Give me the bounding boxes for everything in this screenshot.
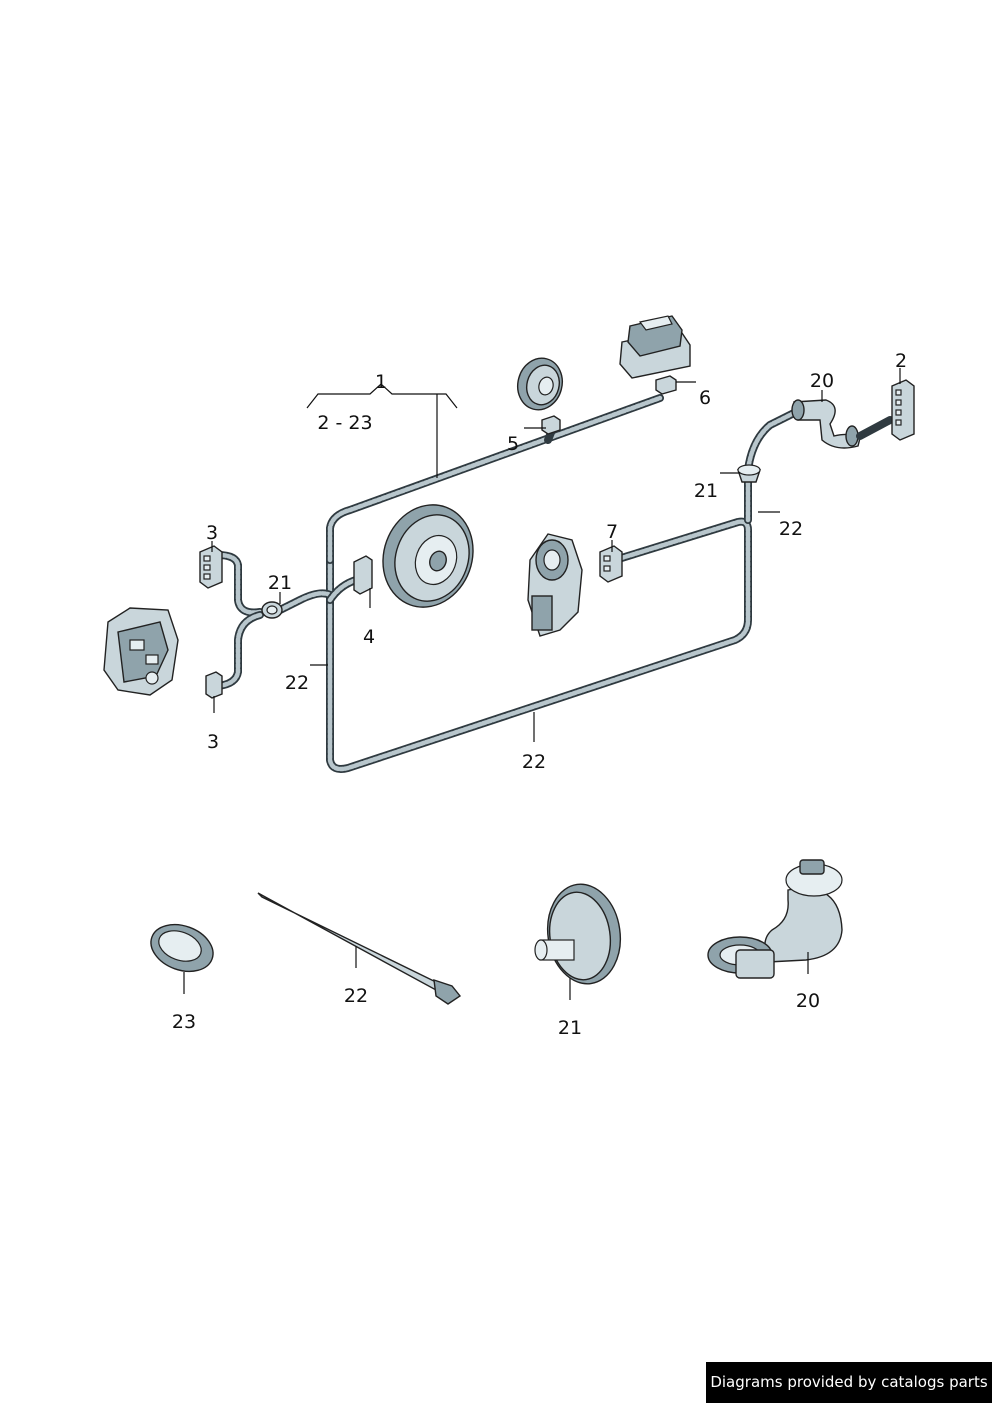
cable-tie-22-part: [257, 892, 462, 1005]
connector-4: [353, 555, 373, 595]
callout-labels: 1 2 - 23 2 3 3 4 5 6 7 20 21 21 22 22 22…: [172, 350, 907, 1039]
callout-5: 5: [507, 433, 519, 455]
callout-3-top: 3: [206, 522, 218, 544]
window-switch-part: [619, 315, 691, 379]
connector-2: [856, 379, 915, 441]
boot-20-part: [707, 859, 843, 979]
callout-22-right: 22: [779, 518, 803, 540]
loudspeaker-part: [382, 504, 474, 608]
footer-banner: Diagrams provided by catalogs parts: [706, 1362, 992, 1403]
grommet-21-right: [737, 464, 761, 483]
callout-7: 7: [606, 521, 618, 543]
door-lock-part: [103, 607, 179, 696]
connector-3-top: [199, 545, 223, 589]
tweeter-part: [517, 357, 563, 411]
callout-22-loose: 22: [344, 985, 368, 1007]
leader-lines: [183, 368, 901, 1000]
callout-1-range: 2 - 23: [317, 412, 372, 434]
grommet-21-left: [261, 601, 283, 619]
callout-1: 1: [375, 371, 387, 393]
connector-7: [599, 545, 623, 583]
callout-6: 6: [699, 387, 711, 409]
connector-6: [655, 375, 677, 395]
callout-20-top: 20: [810, 370, 834, 392]
callout-20-loose: 20: [796, 990, 820, 1012]
callout-23-loose: 23: [172, 1011, 196, 1033]
callout-21-right: 21: [694, 480, 718, 502]
callout-2: 2: [895, 350, 907, 372]
plug-23-part: [150, 923, 214, 973]
callout-22-bottom: 22: [522, 751, 546, 773]
connector-5: [541, 415, 561, 435]
callout-4: 4: [363, 626, 375, 648]
boot-20-harness: [791, 399, 861, 449]
window-motor-part: [527, 533, 583, 637]
callout-22-left: 22: [285, 672, 309, 694]
grommet-21-part: [534, 883, 622, 985]
callout-21-loose: 21: [558, 1017, 582, 1039]
callout-3-bottom: 3: [207, 731, 219, 753]
connector-3-bottom: [205, 671, 223, 699]
callout-21-left: 21: [268, 572, 292, 594]
wiring-harness: [214, 394, 804, 773]
